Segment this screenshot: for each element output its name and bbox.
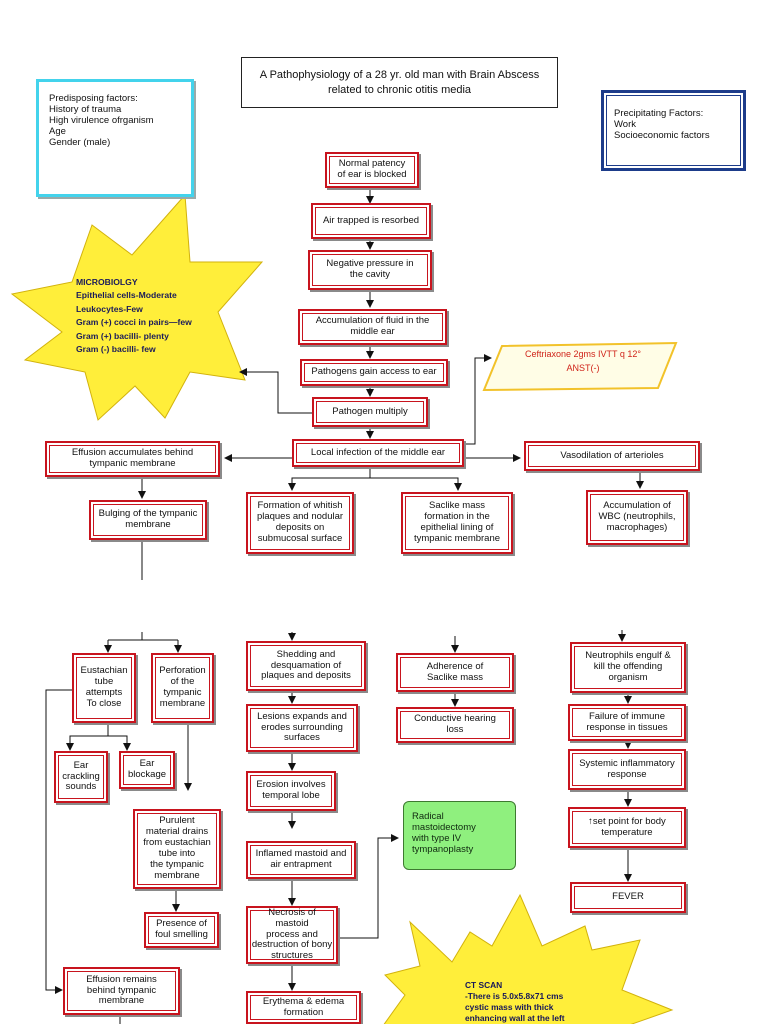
node-set-point: ↑set point for body temperature xyxy=(568,807,686,848)
node-fever: FEVER xyxy=(570,882,686,913)
node-necrosis-mastoid: Necrosis of mastoid process and destruct… xyxy=(246,906,338,964)
node-radical-mastoidectomy: Radical mastoidectomy with type IV tympa… xyxy=(403,801,516,870)
node-air-trapped-resorbed: Air trapped is resorbed xyxy=(311,203,431,239)
node-vasodilation: Vasodilation of arterioles xyxy=(524,441,700,471)
node-negative-pressure: Negative pressure in the cavity xyxy=(308,250,432,290)
node-conductive-hearing-loss: Conductive hearing loss xyxy=(396,707,514,743)
node-shedding-plaques: Shedding and desquamation of plaques and… xyxy=(246,641,366,691)
node-effusion-accumulates: Effusion accumulates behind tympanic mem… xyxy=(45,441,220,477)
node-erosion-temporal: Erosion involves temporal lobe xyxy=(246,771,336,811)
node-perforation: Perforation of the tympanic membrane xyxy=(151,653,214,723)
node-eustachian-tube: Eustachian tube attempts To close xyxy=(72,653,136,723)
ct-scan-findings: CT SCAN -There is 5.0x5.8x71 cms cystic … xyxy=(465,980,565,1023)
node-saclike-mass: Saclike mass formation in the epithelial… xyxy=(401,492,513,554)
node-lesions-expand: Lesions expands and erodes surrounding s… xyxy=(246,704,358,752)
medication-parallelogram xyxy=(482,341,678,392)
node-local-infection: Local infection of the middle ear xyxy=(292,439,464,467)
microbiology-star-shape xyxy=(10,193,264,421)
node-adherence-saclike: Adherence of Saclike mass xyxy=(396,653,514,692)
node-pathogens-access: Pathogens gain access to ear xyxy=(300,359,448,386)
diagram-title: A Pathophysiology of a 28 yr. old man wi… xyxy=(241,57,558,108)
microbiology-findings: MICROBIOLGY Epithelial cells-Moderate Le… xyxy=(76,277,192,355)
node-immune-failure: Failure of immune response in tissues xyxy=(568,704,686,741)
node-erythema-edema: Erythema & edema formation xyxy=(246,991,361,1024)
node-foul-smelling: Presence of foul smelling xyxy=(144,912,219,948)
node-inflamed-mastoid: Inflamed mastoid and air entrapment xyxy=(246,841,356,879)
node-fluid-accumulation: Accumulation of fluid in the middle ear xyxy=(298,309,447,345)
node-purulent-material: Purulent material drains from eustachian… xyxy=(133,809,221,889)
predisposing-factors-box: Predisposing factors: History of trauma … xyxy=(36,79,194,197)
medication-text: Ceftriaxone 2gms IVTT q 12° ANST(-) xyxy=(525,349,641,373)
ct-scan-star-shape xyxy=(383,893,674,1024)
precipitating-factors-box: Precipitating Factors: Work Socioeconomi… xyxy=(601,90,746,171)
node-pathogen-multiply: Pathogen multiply xyxy=(312,397,428,427)
node-wbc-accumulation: Accumulation of WBC (neutrophils, macrop… xyxy=(586,490,688,545)
node-effusion-remains: Effusion remains behind tympanic membran… xyxy=(63,967,180,1015)
node-whitish-plaques: Formation of whitish plaques and nodular… xyxy=(246,492,354,554)
node-bulging-tympanic: Bulging of the tympanic membrane xyxy=(89,500,207,540)
node-neutrophils-engulf: Neutrophils engulf & kill the offending … xyxy=(570,642,686,693)
node-ear-crackling: Ear crackling sounds xyxy=(54,751,108,803)
node-ear-blockage: Ear blockage xyxy=(119,751,175,789)
node-systemic-inflammatory: Systemic inflammatory response xyxy=(568,749,686,790)
node-normal-patency-blocked: Normal patency of ear is blocked xyxy=(325,152,419,188)
